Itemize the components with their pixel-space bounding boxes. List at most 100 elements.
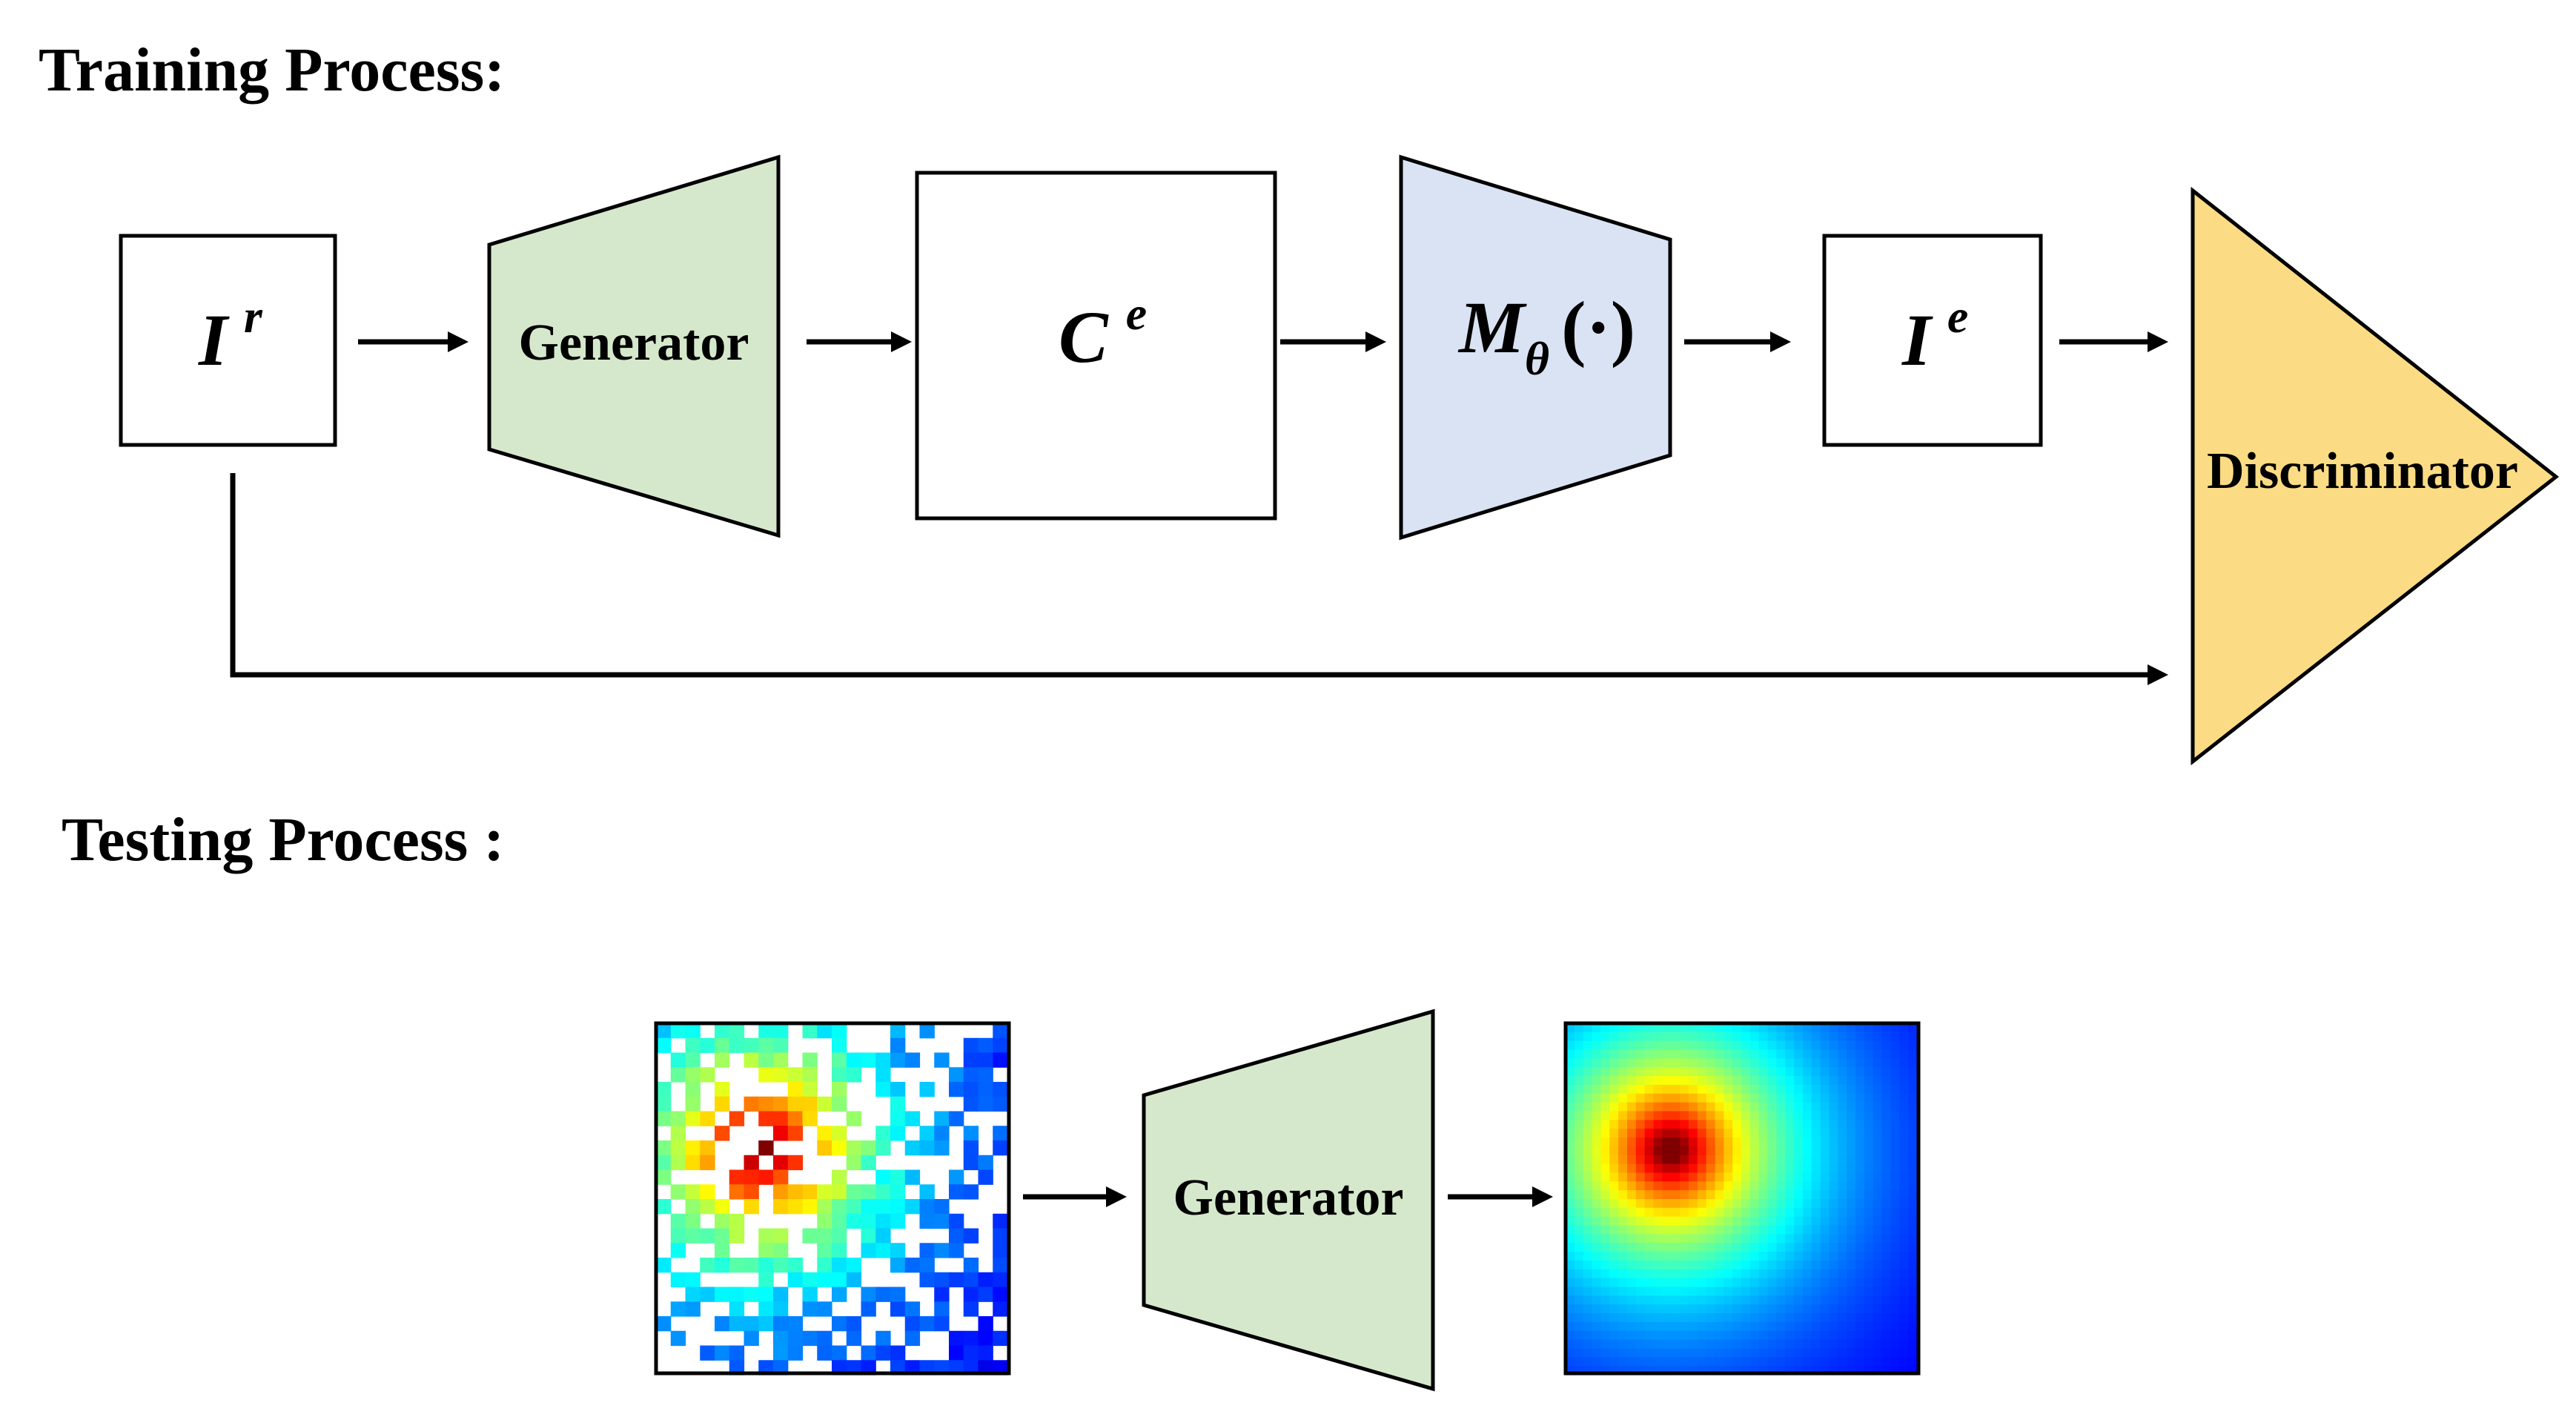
heatmap-cell — [1758, 1260, 1769, 1270]
heatmap-cell — [1697, 1058, 1707, 1068]
heatmap-cell — [1635, 1172, 1646, 1182]
heatmap-cell — [1715, 1155, 1724, 1165]
heatmap-cell — [1749, 1243, 1760, 1252]
heatmap-cell — [1864, 1321, 1874, 1332]
heatmap-cell — [1688, 1058, 1698, 1068]
heatmap-cell — [1574, 1049, 1584, 1059]
heatmap-cell — [1680, 1313, 1689, 1323]
heatmap-cell — [919, 1213, 935, 1229]
heatmap-cell — [1758, 1295, 1769, 1305]
heatmap-cell — [1829, 1163, 1838, 1174]
heatmap-cell — [1776, 1023, 1786, 1033]
heatmap-cell — [1583, 1243, 1593, 1252]
heatmap-cell — [1732, 1278, 1742, 1288]
heatmap-cell — [670, 1140, 686, 1156]
heatmap-cell — [1749, 1252, 1760, 1261]
heatmap-cell — [1618, 1313, 1628, 1323]
heatmap-cell — [949, 1213, 964, 1229]
heatmap-cell — [1662, 1330, 1672, 1341]
heatmap-cell — [1662, 1190, 1672, 1200]
heatmap-cell — [817, 1140, 832, 1156]
heatmap-cell — [934, 1301, 950, 1317]
heatmap-cell — [1574, 1067, 1584, 1077]
heatmap-cell — [1873, 1129, 1883, 1138]
heatmap-cell — [1583, 1058, 1593, 1068]
heatmap-cell — [919, 1243, 935, 1258]
heatmap-cell — [1574, 1129, 1584, 1138]
heatmap-cell — [1811, 1137, 1821, 1147]
heatmap-cell — [1820, 1058, 1830, 1068]
heatmap-cell — [993, 1258, 1008, 1273]
heatmap-cell — [1574, 1076, 1584, 1086]
heatmap-cell — [890, 1345, 906, 1361]
heatmap-cell — [1732, 1163, 1742, 1174]
heatmap-cell — [949, 1272, 964, 1288]
heatmap-cell — [1749, 1129, 1760, 1138]
heatmap-cell — [1741, 1137, 1751, 1147]
heatmap-cell — [1671, 1031, 1681, 1042]
heatmap-cell — [1741, 1287, 1751, 1296]
heatmap-cell — [1899, 1076, 1909, 1086]
heatmap-cell — [1820, 1234, 1830, 1244]
heatmap-cell — [670, 1213, 686, 1229]
heatmap-cell — [1881, 1093, 1892, 1103]
heatmap-cell — [773, 1184, 789, 1200]
heatmap-cell — [1566, 1058, 1575, 1068]
heatmap-cell — [1890, 1023, 1900, 1033]
heatmap-cell — [861, 1140, 876, 1156]
heatmap-cell — [1785, 1252, 1795, 1261]
heatmap-cell — [1741, 1058, 1751, 1068]
heatmap-cell — [685, 1111, 701, 1126]
heatmap-cell — [1767, 1137, 1777, 1147]
heatmap-cell — [1653, 1163, 1663, 1174]
heatmap-cell — [1741, 1190, 1751, 1200]
heatmap-cell — [787, 1199, 804, 1215]
heatmap-cell — [1600, 1058, 1610, 1068]
heatmap-cell — [817, 1199, 832, 1215]
heatmap-cell — [773, 1243, 789, 1258]
heatmap-cell — [1592, 1225, 1601, 1235]
heatmap-cell — [1741, 1129, 1751, 1138]
heatmap-cell — [1583, 1313, 1593, 1323]
heatmap-cell — [1680, 1339, 1689, 1350]
heatmap-cell — [1566, 1120, 1575, 1129]
heatmap-cell — [1873, 1076, 1883, 1086]
heatmap-cell — [1794, 1295, 1804, 1305]
heatmap-cell — [1732, 1321, 1742, 1332]
heatmap-cell — [1749, 1163, 1760, 1174]
heatmap-cell — [1881, 1155, 1892, 1165]
heatmap-cell — [1724, 1172, 1733, 1182]
heatmap-cell — [1811, 1199, 1821, 1209]
heatmap-cell — [1732, 1023, 1742, 1033]
heatmap-cell — [1715, 1031, 1724, 1042]
heatmap-cell — [1811, 1243, 1821, 1252]
heatmap-cell — [1802, 1023, 1812, 1033]
heatmap-cell — [1873, 1287, 1883, 1296]
heatmap-cell — [963, 1272, 979, 1288]
heatmap-cell — [1626, 1058, 1637, 1068]
heatmap-cell — [1864, 1076, 1874, 1086]
heatmap-cell — [1881, 1129, 1892, 1138]
heatmap-cell — [1785, 1190, 1795, 1200]
heatmap-cell — [1680, 1129, 1689, 1138]
heatmap-cell — [949, 1067, 964, 1083]
heatmap-cell — [1855, 1243, 1865, 1252]
heatmap-cell — [1758, 1234, 1769, 1244]
heatmap-cell — [1688, 1155, 1698, 1165]
heatmap-cell — [1785, 1163, 1795, 1174]
heatmap-cell — [1609, 1304, 1619, 1314]
heatmap-cell — [1697, 1234, 1707, 1244]
heatmap-cell — [1618, 1102, 1628, 1112]
heatmap-cell — [1732, 1137, 1742, 1147]
heatmap-cell — [1688, 1137, 1698, 1147]
heatmap-cell — [1767, 1058, 1777, 1068]
heatmap-cell — [1592, 1137, 1601, 1147]
heatmap-cell — [1671, 1225, 1681, 1235]
heatmap-cell — [1785, 1155, 1795, 1165]
heatmap-cell — [1767, 1287, 1777, 1296]
heatmap-cell — [1724, 1216, 1733, 1226]
heatmap-cell — [1873, 1040, 1883, 1051]
heatmap-cell — [1644, 1049, 1655, 1059]
heatmap-cell — [1864, 1129, 1874, 1138]
heatmap-cell — [1908, 1137, 1918, 1147]
